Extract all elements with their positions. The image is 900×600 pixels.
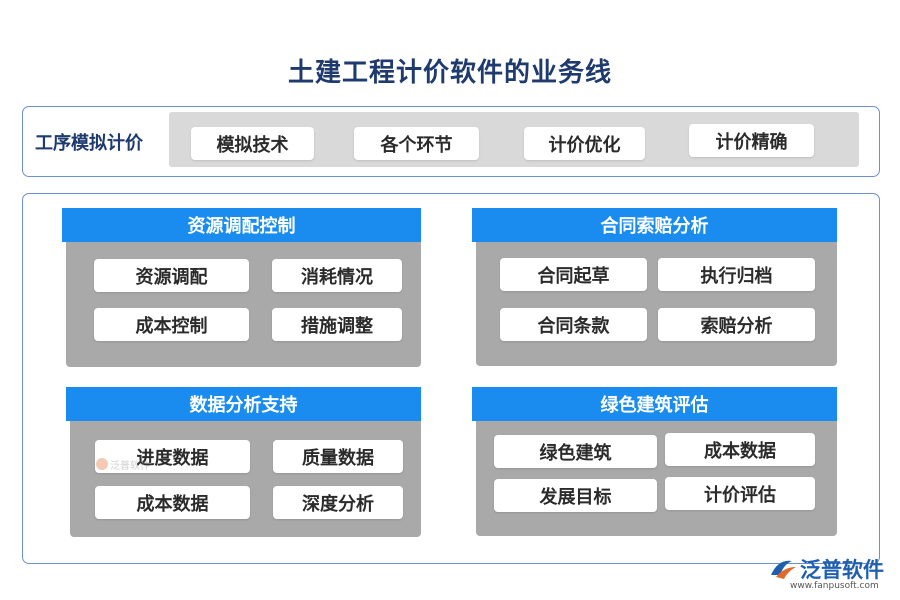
process-simulation-label: 工序模拟计价 [35, 133, 143, 154]
process-item: 计价精确 [689, 124, 814, 157]
process-simulation-panel: 工序模拟计价 模拟技术 各个环节 计价优化 计价精确 [22, 106, 880, 177]
group-item: 进度数据 [95, 440, 250, 473]
group-item: 资源调配 [94, 259, 249, 292]
group-header: 资源调配控制 [62, 208, 421, 242]
group-header: 绿色建筑评估 [472, 387, 837, 421]
brand-name: 泛普软件 [800, 558, 884, 582]
group-item: 绿色建筑 [494, 435, 657, 468]
fanpu-logo-icon [96, 458, 108, 470]
brand-logo: 泛普软件 www.fanpusoft.com [768, 553, 893, 593]
group-body [66, 226, 421, 367]
group-item: 索赔分析 [658, 308, 815, 341]
process-item: 模拟技术 [191, 127, 314, 160]
group-item: 深度分析 [273, 486, 403, 519]
process-items-band: 模拟技术 各个环节 计价优化 计价精确 [169, 112, 859, 167]
group-contract-claims: 合同索赔分析 合同起草 执行归档 合同条款 索赔分析 [472, 208, 837, 366]
fanpu-logo-icon [771, 560, 796, 579]
group-header: 合同索赔分析 [472, 208, 837, 242]
group-item: 成本数据 [95, 486, 250, 519]
group-item: 合同条款 [500, 308, 647, 341]
group-green-building: 绿色建筑评估 绿色建筑 成本数据 发展目标 计价评估 [472, 387, 837, 536]
group-body [476, 405, 837, 536]
process-item: 各个环节 [354, 127, 479, 160]
watermark: 泛普软件 [96, 455, 150, 473]
group-body [476, 226, 837, 366]
group-item: 合同起草 [500, 258, 647, 291]
group-item: 计价评估 [665, 477, 815, 510]
group-item: 措施调整 [272, 308, 402, 341]
group-item: 执行归档 [658, 258, 815, 291]
group-item: 消耗情况 [272, 259, 402, 292]
process-item: 计价优化 [524, 127, 645, 160]
group-data-analysis: 数据分析支持 进度数据 质量数据 成本数据 深度分析 [66, 387, 421, 537]
brand-url: www.fanpusoft.com [790, 581, 879, 591]
page-title: 土建工程计价软件的业务线 [287, 58, 612, 88]
group-item: 质量数据 [273, 440, 403, 473]
group-item: 成本控制 [94, 308, 249, 341]
watermark-text: 泛普软件 [110, 461, 150, 472]
group-item: 成本数据 [665, 433, 815, 466]
group-header: 数据分析支持 [66, 387, 421, 421]
group-resource-allocation: 资源调配控制 资源调配 消耗情况 成本控制 措施调整 [62, 208, 421, 367]
group-item: 发展目标 [494, 479, 657, 512]
